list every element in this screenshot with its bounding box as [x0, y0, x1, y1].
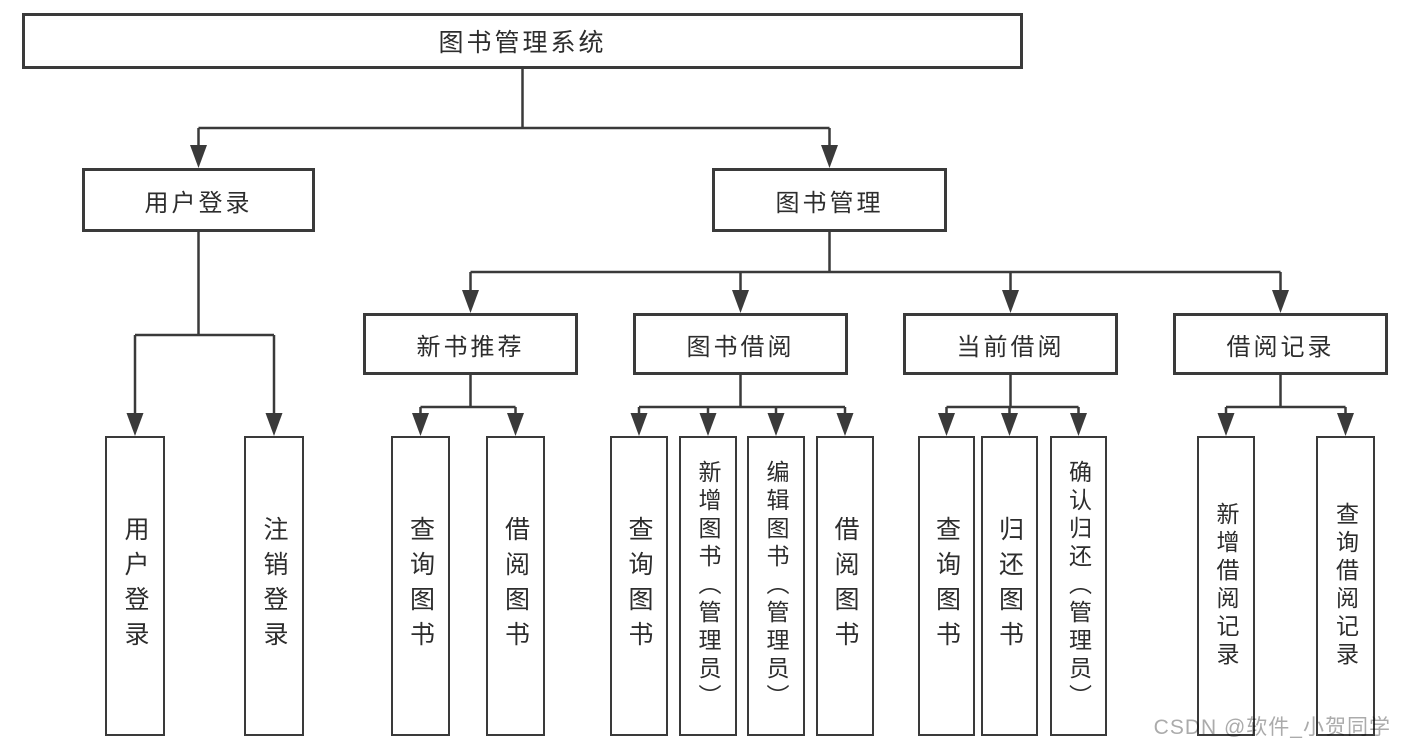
edges-new-book — [419, 375, 517, 418]
node-borrow-borrow-books: 借阅图书 — [816, 436, 874, 736]
node-current-confirm-return-admin: 确认归还（管理员） — [1050, 436, 1107, 736]
node-current-borrowing: 当前借阅 — [903, 313, 1118, 375]
node-logout-action: 注销登录 — [244, 436, 304, 736]
node-newbook-query-books: 查询图书 — [391, 436, 450, 736]
edges-book-borrow — [637, 375, 847, 418]
node-records-add-borrow-record: 新增借阅记录 — [1197, 436, 1255, 736]
node-library-management-system: 图书管理系统 — [22, 13, 1023, 69]
edges-book-management — [469, 232, 1282, 294]
node-new-book-recommend: 新书推荐 — [363, 313, 578, 375]
edges-user-login — [133, 232, 276, 418]
node-borrowing-records: 借阅记录 — [1173, 313, 1388, 375]
node-newbook-borrow-books: 借阅图书 — [486, 436, 545, 736]
arrowheads — [126, 145, 1354, 436]
node-records-query-borrow-record: 查询借阅记录 — [1316, 436, 1375, 736]
edges-root — [197, 69, 831, 150]
edges-borrow-records — [1224, 375, 1347, 418]
node-borrow-add-books-admin: 新增图书（管理员） — [679, 436, 737, 736]
node-borrow-query-books: 查询图书 — [610, 436, 668, 736]
node-current-query-books: 查询图书 — [918, 436, 975, 736]
node-current-return-books: 归还图书 — [981, 436, 1038, 736]
edges-current-borrow — [945, 375, 1080, 418]
node-user-login: 用户登录 — [82, 168, 315, 232]
node-book-management: 图书管理 — [712, 168, 947, 232]
node-borrow-edit-books-admin: 编辑图书（管理员） — [747, 436, 805, 736]
node-user-login-action: 用户登录 — [105, 436, 165, 736]
watermark: CSDN @软件_小贺同学 — [1153, 716, 1391, 739]
node-book-borrowing: 图书借阅 — [633, 313, 848, 375]
